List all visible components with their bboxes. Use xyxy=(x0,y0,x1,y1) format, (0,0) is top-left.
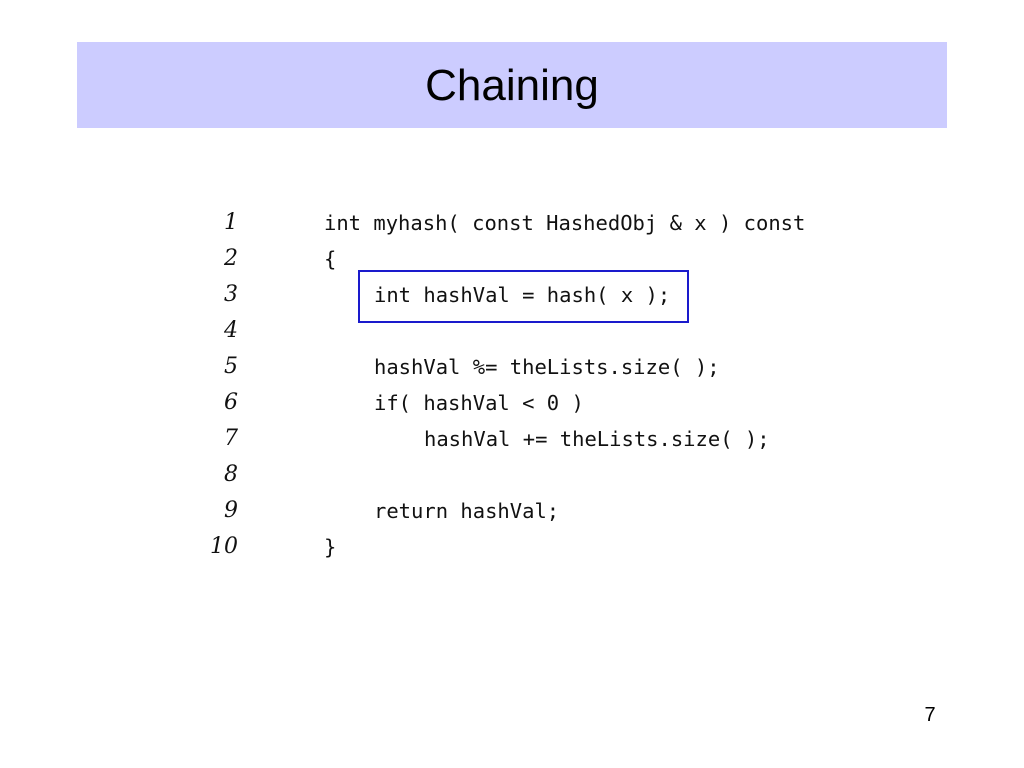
code-text: } xyxy=(324,535,337,559)
code-line: 2 { xyxy=(200,241,840,277)
code-text: { xyxy=(324,247,337,271)
line-number: 2 xyxy=(224,246,238,271)
slide-title: Chaining xyxy=(425,61,599,110)
code-line: 3 int hashVal = hash( x ); xyxy=(200,277,840,313)
code-text: int myhash( const HashedObj & x ) const xyxy=(324,211,806,235)
title-bar: Chaining xyxy=(77,42,947,128)
line-number: 3 xyxy=(224,282,238,307)
page-number: 7 xyxy=(924,704,936,726)
code-line: 6 if( hashVal < 0 ) xyxy=(200,385,840,421)
line-number: 4 xyxy=(224,318,238,343)
line-number: 1 xyxy=(224,210,238,235)
line-number: 6 xyxy=(224,390,238,415)
code-line: 9 return hashVal; xyxy=(200,493,840,529)
code-line: 1 int myhash( const HashedObj & x ) cons… xyxy=(200,205,840,241)
code-text: hashVal += theLists.size( ); xyxy=(424,427,770,451)
code-text: hashVal %= theLists.size( ); xyxy=(374,355,720,379)
line-number: 7 xyxy=(224,426,238,451)
code-line: 5 hashVal %= theLists.size( ); xyxy=(200,349,840,385)
code-text: return hashVal; xyxy=(374,499,560,523)
code-line: 7 hashVal += theLists.size( ); xyxy=(200,421,840,457)
line-number: 8 xyxy=(224,462,238,487)
line-number: 10 xyxy=(210,534,238,559)
line-number: 9 xyxy=(224,498,238,523)
line-number: 5 xyxy=(224,354,238,379)
code-text: int hashVal = hash( x ); xyxy=(374,283,671,307)
code-line: 8 xyxy=(200,457,840,493)
highlight-box xyxy=(358,270,689,323)
code-text: if( hashVal < 0 ) xyxy=(374,391,584,415)
code-line: 4 xyxy=(200,313,840,349)
code-line: 10 } xyxy=(200,529,840,565)
